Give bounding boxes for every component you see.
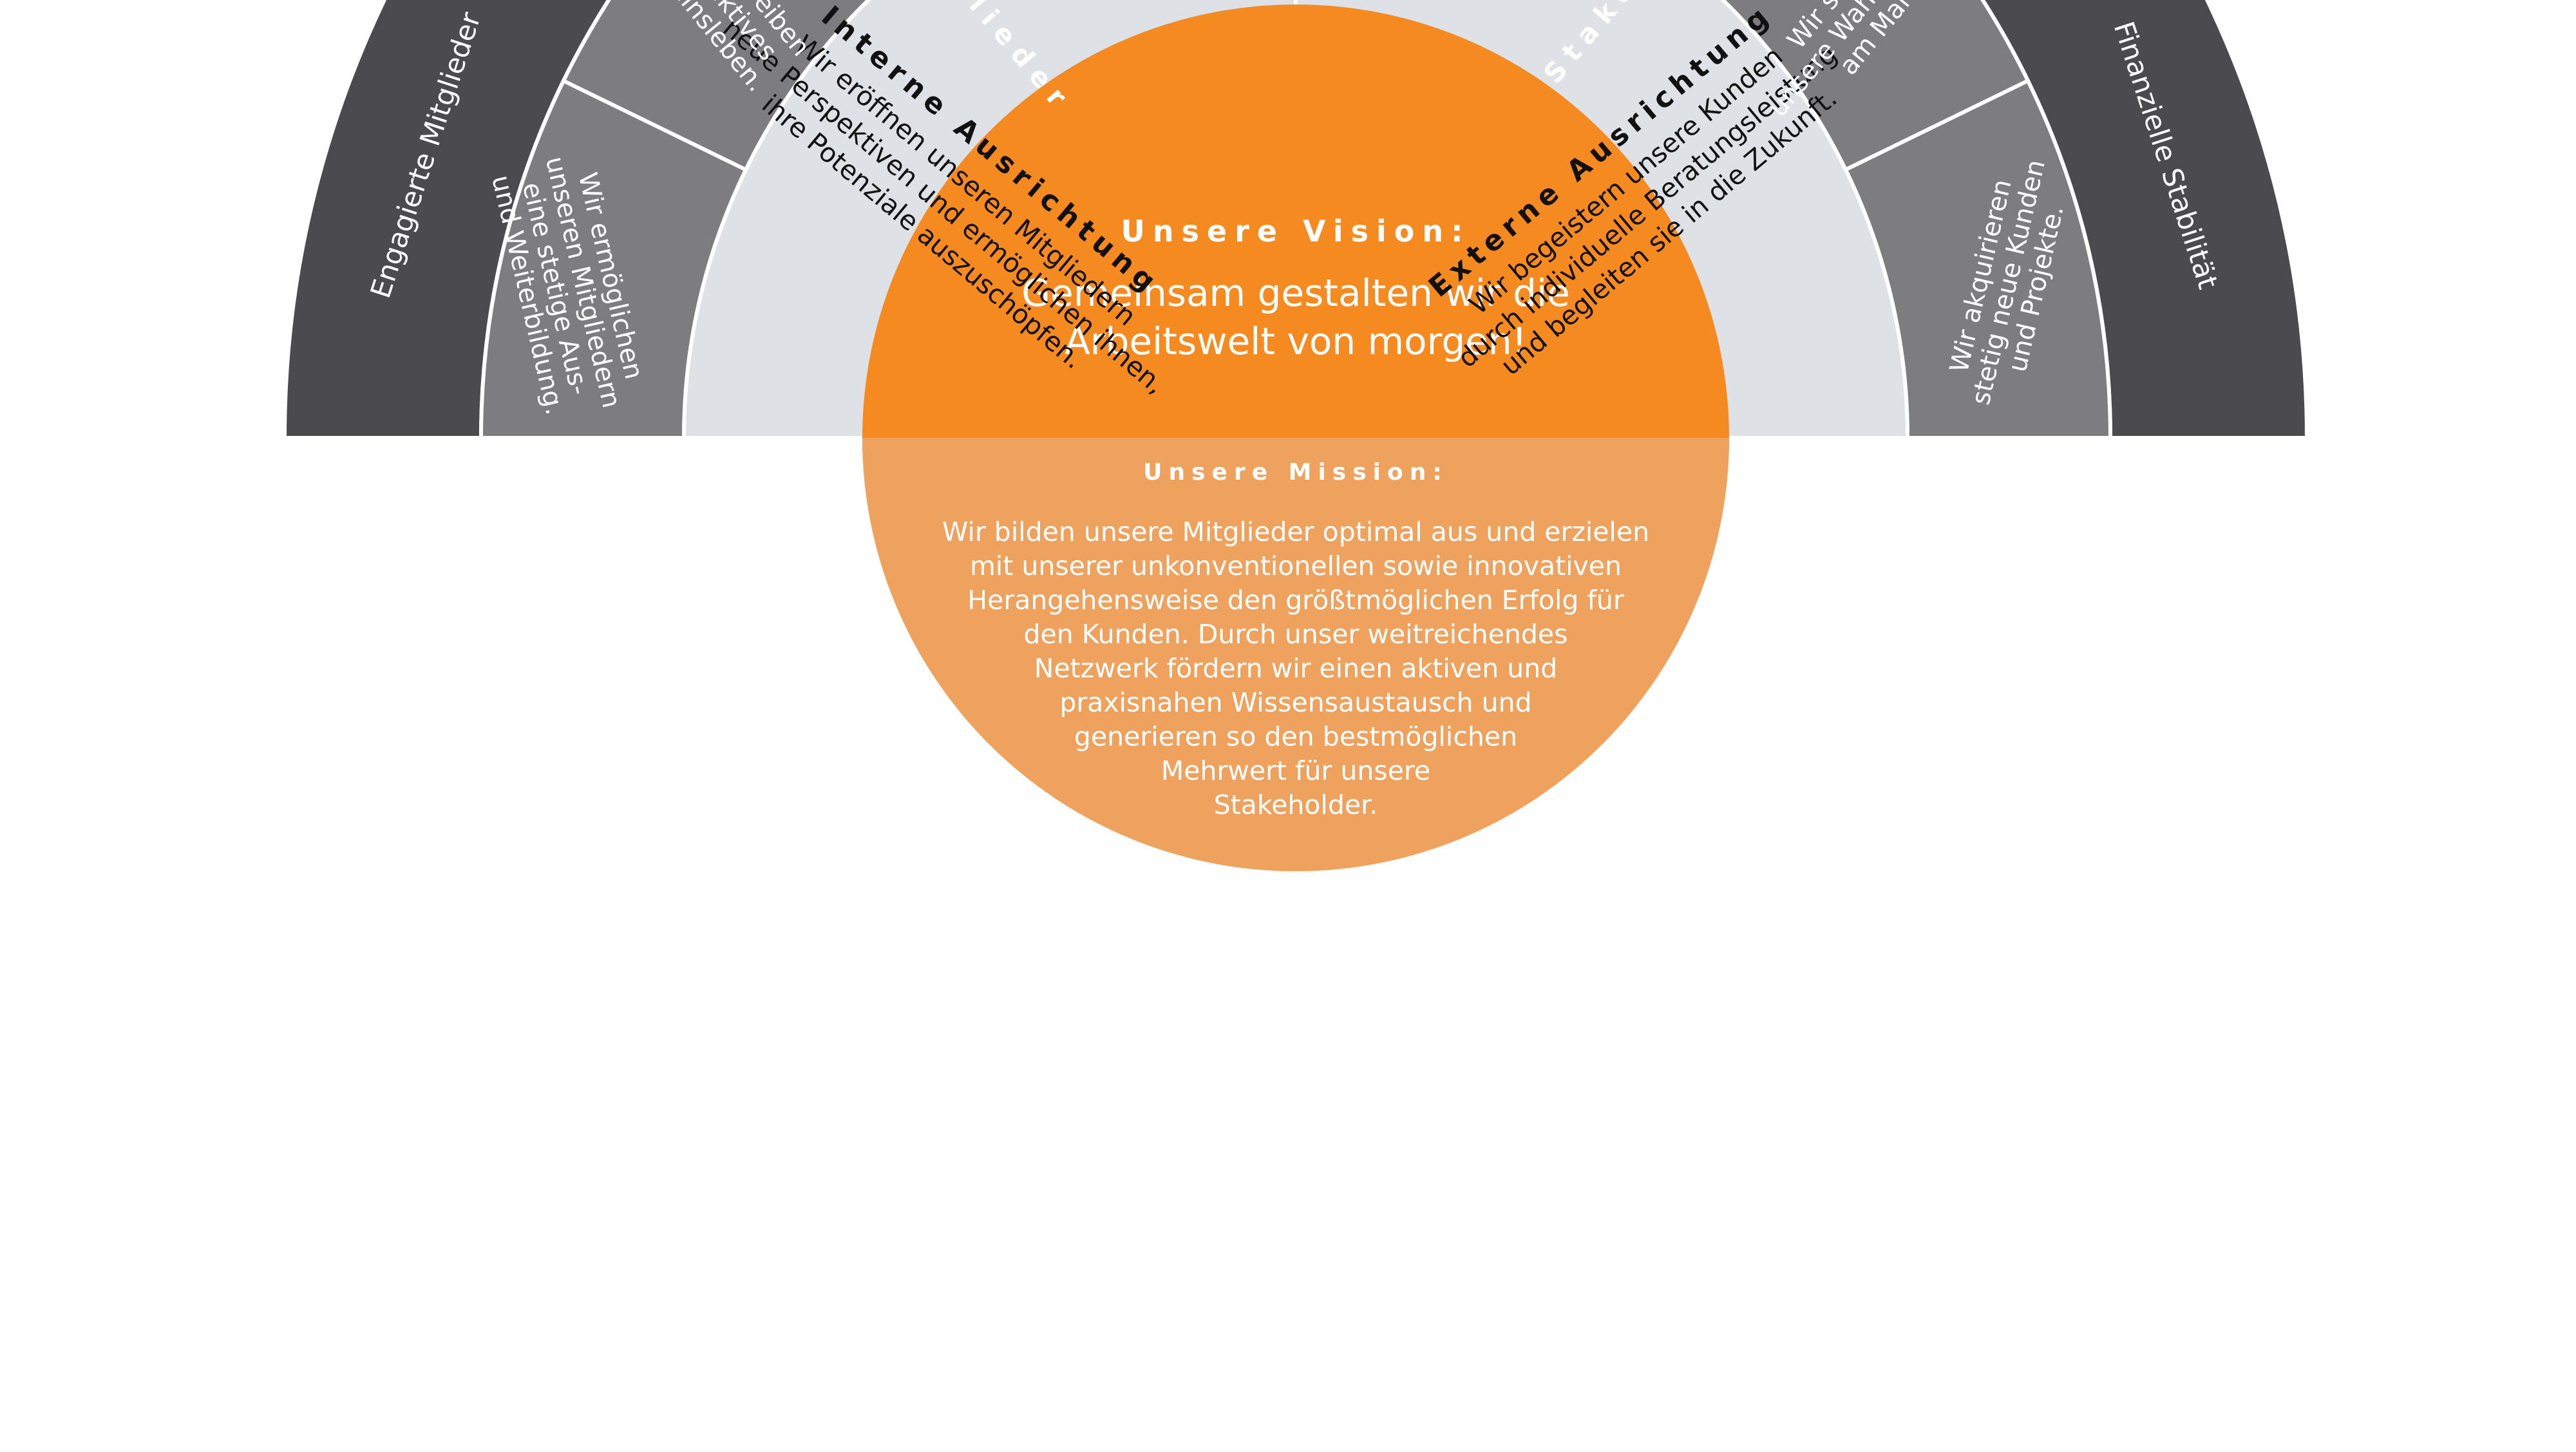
mission-title: Unsere Mission: bbox=[1143, 459, 1448, 486]
mission-line: Stakeholder. bbox=[1214, 789, 1378, 820]
mission-area bbox=[862, 438, 1729, 871]
mission-line: Herangehensweise den größtmöglichen Erfo… bbox=[967, 585, 1624, 616]
vision-line: Arbeitswelt von morgen! bbox=[1065, 319, 1527, 363]
mission-line: Wir bilden unsere Mitglieder optimal aus… bbox=[942, 516, 1649, 547]
mission-line: generieren so den bestmöglichen bbox=[1074, 721, 1517, 752]
mission-line: mit unserer unkonventionellen sowie inno… bbox=[970, 551, 1622, 581]
mission-block: Unsere Mission: Wir bilden unsere Mitglie… bbox=[942, 459, 1649, 820]
mission-line: Netzwerk fördern wir einen aktiven und bbox=[1034, 653, 1557, 684]
mission-line: praxisnahen Wissensaustausch und bbox=[1059, 687, 1531, 718]
mission-line: den Kunden. Durch unser weitreichendes bbox=[1023, 619, 1567, 650]
vision-line: Gemeinsam gestalten wir die bbox=[1021, 271, 1570, 315]
mission-line: Mehrwert für unsere bbox=[1161, 755, 1430, 786]
vision-title: Unsere Vision: bbox=[1121, 214, 1470, 249]
vision-block: Unsere Vision: Gemeinsam gestalten wir di… bbox=[1021, 214, 1570, 363]
